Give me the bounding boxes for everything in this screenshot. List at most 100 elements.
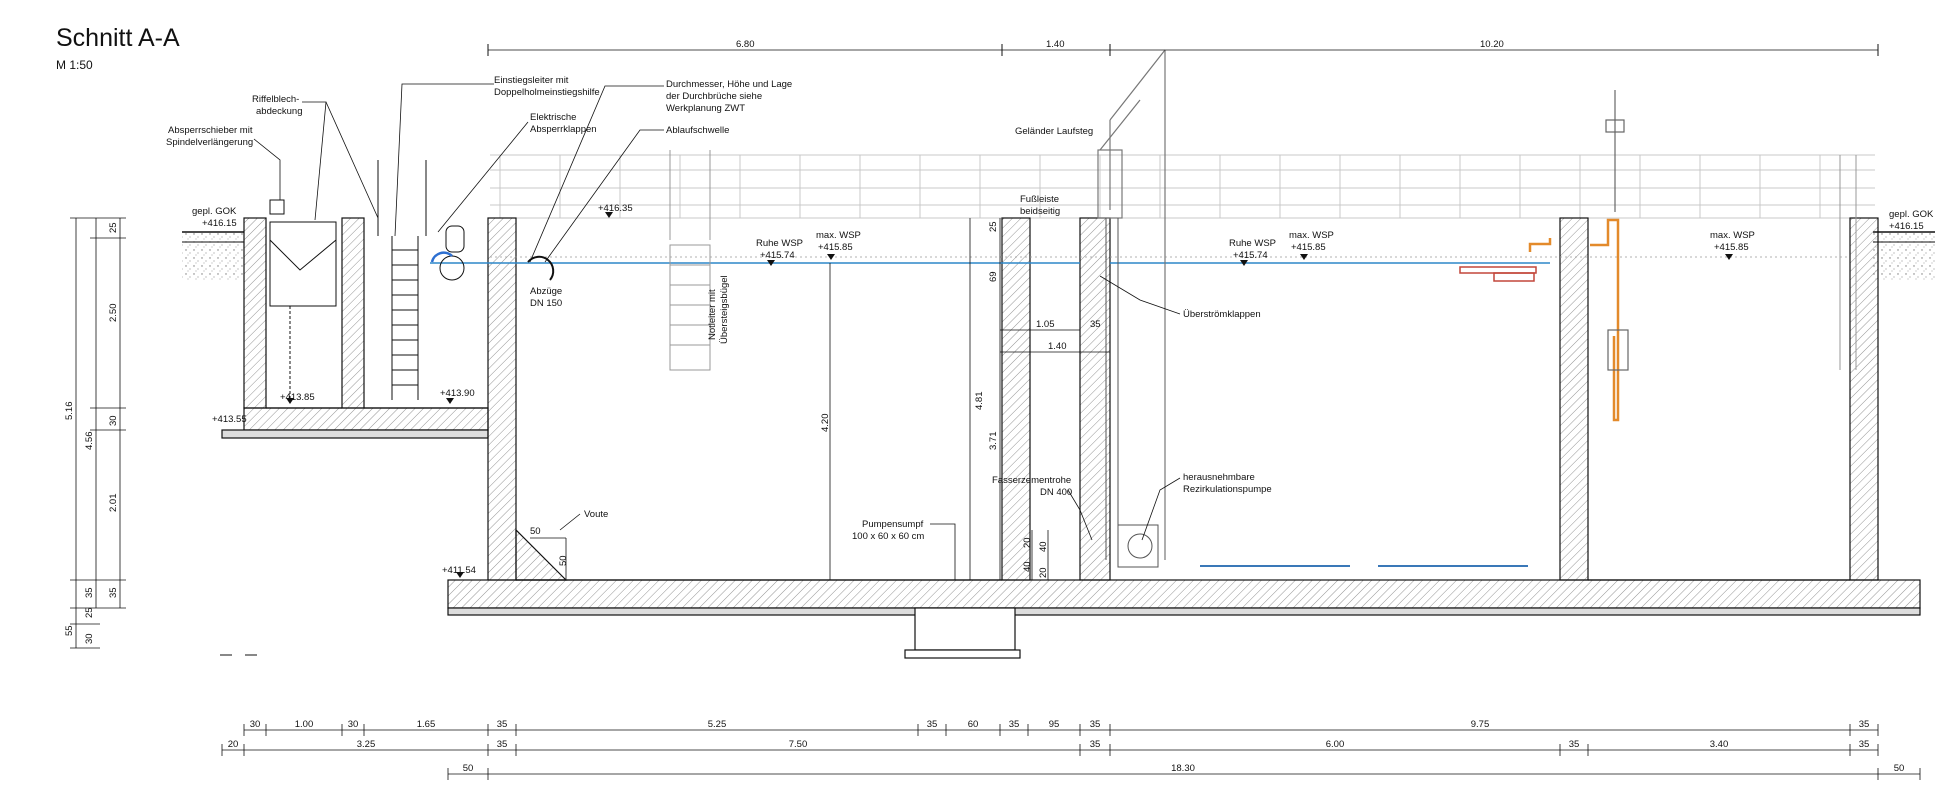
ruhe-wsp-2-label-a: Ruhe WSP [1229,238,1276,249]
level-41355-label: +413.55 [212,414,247,425]
gok-right-label-1: gepl. GOK [1889,209,1934,220]
dimension-left-texts: 5.16 55 4.56 25 2.50 30 2.01 35 25 30 35 [64,222,119,644]
drawing-scale: M 1:50 [56,58,93,72]
dim-bottom-row2-8: 35 [1859,739,1870,750]
dim-bottom-row1-9: 95 [1049,719,1060,730]
dim-left-c6: 25 [84,607,95,618]
railing [490,154,1875,219]
dim-bottom-row1-7: 60 [968,719,979,730]
durchmesser-label-2: der Durchbrüche siehe [666,91,762,102]
dimensions-left [70,217,126,649]
rezirk-label-1: herausnehmbare [1183,472,1255,483]
pumpensumpf-label-1: Pumpensumpf [862,519,924,530]
dim-inner-105: 1.05 [1036,319,1055,330]
dim-inner-35: 35 [1090,319,1101,330]
dim-bottom-row1-0: 30 [250,719,261,730]
elektrische-label-1: Elektrische [530,112,576,123]
dim-inner-481: 4.81 [974,392,985,411]
dim-left-c3: 30 [108,415,119,426]
dim-left-c4: 2.01 [108,494,119,513]
notleiter-label: Notleiter mit [707,289,718,340]
valve-chamber-equipment [269,160,555,400]
max-wsp-2-label-a: max. WSP [1289,230,1334,241]
annotations: Riffelblech- abdeckung Absperrschieber m… [166,75,1934,576]
dim-bottom-row1-4: 35 [497,719,508,730]
dimensions-bottom [222,729,1920,775]
dim-bottom-row1-2: 30 [348,719,359,730]
dim-inner-25: 25 [988,221,999,232]
water-level [430,256,1850,264]
crane [1097,49,1166,560]
dim-inner-371: 3.71 [988,432,999,451]
einstiegsleiter-label-1: Einstiegsleiter mit [494,75,569,86]
dim-bottom-row2-5: 6.00 [1326,739,1345,750]
max-wsp-2-label-b: +415.85 [1291,242,1326,253]
dim-bottom-row1-11: 9.75 [1471,719,1490,730]
dim-small-40b: 40 [1022,561,1033,572]
dim-left-c1: 25 [108,222,119,233]
dim-bottom-row3-1: 18.30 [1171,763,1195,774]
dim-left-c2: 2.50 [108,304,119,323]
level-41385-label: +413.85 [280,392,315,403]
dim-left-b2: 55 [64,625,75,636]
concrete-structure [221,217,1921,659]
dim-small-40a: 40 [1038,541,1049,552]
airlift-column [1605,90,1629,371]
max-wsp-1-label-b: +415.85 [818,242,853,253]
faserzement-label-2: DN 400 [1040,487,1072,498]
riffelblech-label-2: abdeckung [256,106,302,117]
dim-bottom-row2-6: 35 [1569,739,1580,750]
level-41154-label: +411.54 [442,565,476,576]
riffelblech-label-1: Riffelblech- [252,94,299,105]
dimensions-top: 6.80 1.40 10.20 [487,39,1879,56]
recirculation-pump [1105,218,1159,568]
dim-left-d1: 35 [84,587,95,598]
drawing-title: Schnitt A-A [56,24,180,52]
dim-inner-140: 1.40 [1048,341,1067,352]
level-41635-label: +416.35 [598,203,633,214]
dim-small-20a: 20 [1022,537,1033,548]
dim-voute-50b: 50 [558,555,569,566]
dim-bottom-row3-0: 50 [463,763,474,774]
dim-left-a: 5.16 [64,402,75,421]
fussleiste-label-2: beidseitig [1020,206,1060,217]
dim-top-2: 1.40 [1046,39,1065,50]
dim-voute-50a: 50 [530,526,541,537]
dimension-inner-texts: 4.20 4.81 3.71 25 69 1.05 35 1.40 50 50 … [530,221,1101,578]
ueberstroem-label: Überströmklappen [1183,309,1261,320]
einstiegsleiter-label-2: Doppelholmeinstiegshilfe [494,87,600,98]
dimension-ticks [221,724,1921,780]
absperrschieber-label-1: Absperrschieber mit [168,125,253,136]
dim-bottom-row3-2: 50 [1894,763,1905,774]
dim-bottom-row1-3: 1.65 [417,719,436,730]
rezirk-label-2: Rezirkulationspumpe [1183,484,1272,495]
dim-bottom-row1-12: 35 [1859,719,1870,730]
dimensions-inner [530,218,1110,580]
basin-outline [266,407,1850,581]
ruhe-wsp-1-label-b: +415.74 [760,250,795,261]
sludge-return-pipe [1528,218,1620,422]
absperrschieber-label-2: Spindelverlängerung [166,137,253,148]
voute-label: Voute [584,509,608,520]
ruhe-wsp-1-label-a: Ruhe WSP [756,238,803,249]
dim-bottom-row2-3: 7.50 [789,739,808,750]
dim-bottom-row2-1: 3.25 [357,739,376,750]
dim-bottom-row2-0: 20 [228,739,239,750]
durchmesser-label-1: Durchmesser, Höhe und Lage [666,79,792,90]
level-markers [286,212,1733,578]
pumpensumpf-label-2: 100 x 60 x 60 cm [852,531,924,542]
emergency-ladder [669,150,711,371]
dim-small-20b: 20 [1038,567,1049,578]
abzuege-label-2: DN 150 [530,298,562,309]
inlet-pipes [1459,266,1537,282]
dim-bottom-row1-1: 1.00 [295,719,314,730]
elektrische-label-2: Absperrklappen [530,124,597,135]
right-ladder [1839,155,1857,370]
gelaender-label: Geländer Laufsteg [1015,126,1093,137]
dim-left-b1: 4.56 [84,432,95,451]
max-wsp-3-label-b: +415.85 [1714,242,1749,253]
uebersteig-label: Übersteigsbügel [719,275,730,344]
dim-bottom-row1-10: 35 [1090,719,1101,730]
